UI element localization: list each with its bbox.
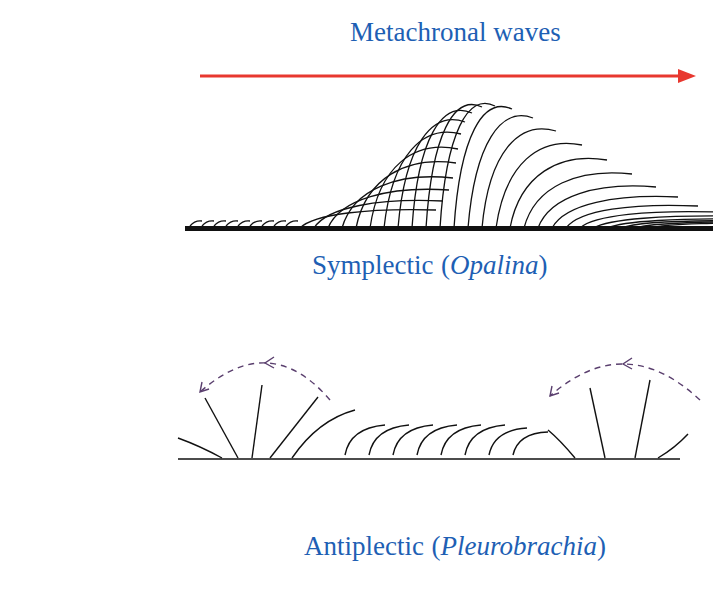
caption-text: ( — [441, 250, 450, 281]
cilium — [370, 147, 458, 228]
cilium — [300, 210, 436, 228]
cilium — [205, 398, 238, 458]
cilium — [440, 103, 495, 228]
cilium — [328, 189, 449, 228]
cilium — [412, 111, 472, 228]
cilium — [178, 438, 222, 458]
cilium — [658, 434, 688, 458]
cilium — [454, 107, 512, 228]
cilium — [393, 425, 433, 455]
cilium — [489, 428, 527, 455]
wave-arrow — [200, 69, 696, 83]
cilium — [548, 430, 575, 458]
beat-path — [550, 364, 700, 400]
beat-arrowhead — [623, 358, 632, 369]
cilium — [468, 116, 533, 228]
symplectic-cilia — [185, 103, 713, 231]
cilium — [496, 143, 582, 228]
cilium — [417, 425, 457, 455]
resting-cilia — [190, 221, 298, 226]
beat-path — [200, 363, 330, 400]
caption-text: Symplectic — [312, 250, 433, 281]
cilium — [482, 129, 556, 228]
beat-arrowhead — [200, 382, 209, 392]
cilium — [426, 105, 482, 228]
cilium — [270, 397, 318, 458]
cilium — [441, 425, 481, 455]
beat-arrowhead — [550, 386, 559, 396]
cilium — [465, 425, 505, 455]
cilium — [590, 388, 605, 458]
cilium — [345, 425, 385, 455]
cilium — [635, 380, 650, 458]
arrow-head — [678, 69, 696, 83]
caption-row: Antiplectic (Pleurobrachia) — [304, 531, 606, 562]
cilium — [369, 425, 409, 455]
caption-text: Antiplectic — [304, 531, 424, 562]
cilium — [314, 200, 443, 228]
caption-row: Symplectic (Opalina) — [312, 250, 548, 281]
cilium — [342, 177, 453, 228]
cell-surface — [185, 226, 713, 231]
cilium — [650, 223, 713, 228]
caption-text: Opalina — [450, 250, 539, 281]
arrow-shaft — [200, 75, 680, 78]
wave-label: Metachronal waves — [350, 17, 561, 48]
caption-text: ) — [597, 531, 606, 562]
antiplectic-cilia — [178, 357, 700, 459]
caption-text: ( — [432, 531, 441, 562]
beat-arrowhead — [265, 357, 274, 368]
cilium — [384, 132, 461, 228]
caption-row: Metachronal waves — [350, 17, 561, 48]
cell-surface — [178, 458, 680, 460]
cilium — [524, 173, 632, 228]
caption-text: ) — [539, 250, 548, 281]
cilium — [252, 385, 262, 458]
caption-text: Pleurobrachia — [441, 531, 597, 562]
cilium — [510, 158, 607, 228]
cilium — [513, 432, 548, 455]
